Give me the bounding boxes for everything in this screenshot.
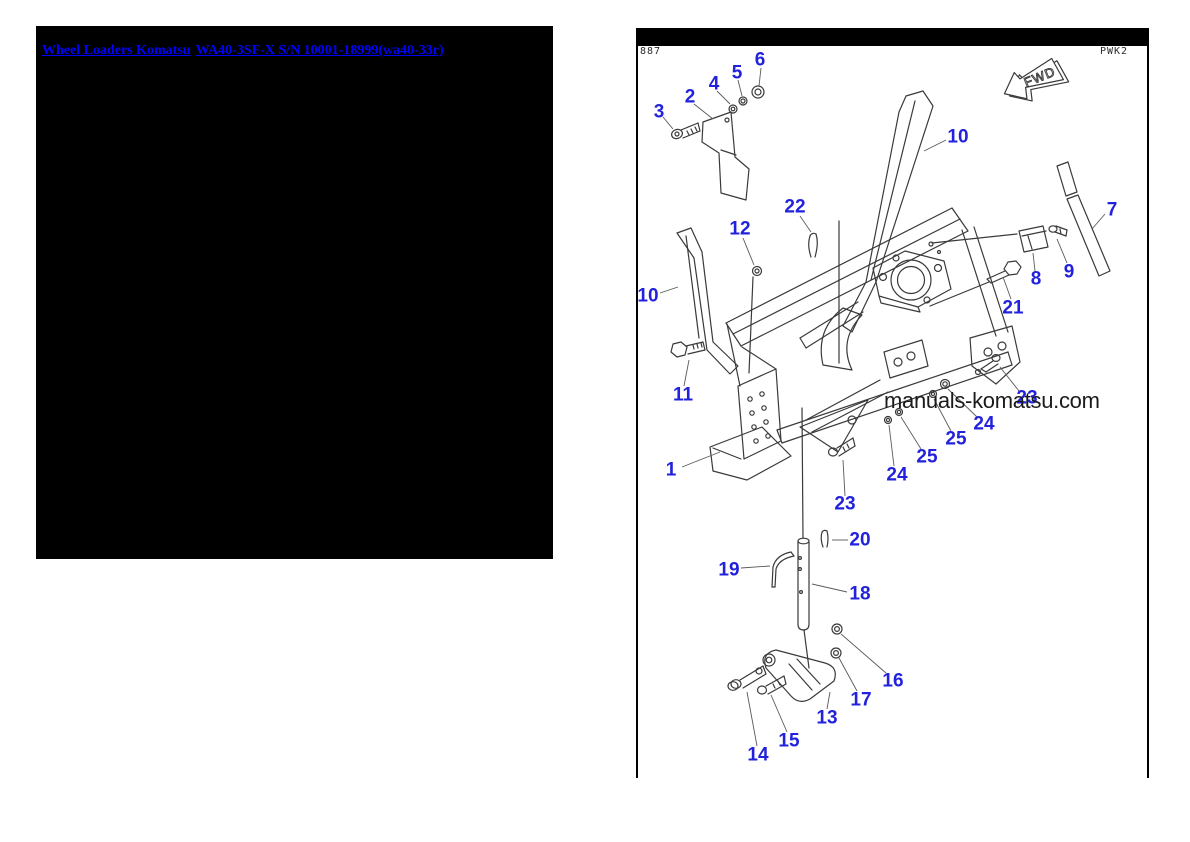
- part-bar-10-left: [676, 227, 739, 375]
- fwd-arrow-label: FWD: [1022, 64, 1058, 90]
- part-nut-24-upper: [939, 378, 951, 390]
- breadcrumb-link-category[interactable]: Wheel Loaders Komatsu: [42, 43, 191, 58]
- part-rod-7: [1056, 161, 1111, 277]
- part-handle-19: [771, 551, 795, 588]
- part-bolt-11: [670, 341, 706, 358]
- part-rod-18: [797, 407, 810, 669]
- sheet-number-left: 887: [640, 46, 662, 57]
- part-washer-24-lower: [883, 415, 893, 425]
- part-nut-12: [748, 265, 763, 374]
- part-bolt-3: [671, 122, 701, 140]
- breadcrumb-link-model[interactable]: WA40-3SF-X S/N 10001-18999(wa40-33r): [195, 43, 444, 58]
- part-bolt-23-lower: [827, 437, 856, 457]
- part-bolt-15: [756, 675, 787, 695]
- diagram-right-border: [1147, 28, 1149, 778]
- part-clamp-13: [762, 649, 836, 702]
- part-bolt-21: [986, 260, 1022, 284]
- left-black-panel: Wheel Loaders Komatsu WA40-3SF-X S/N 1000…: [36, 26, 553, 559]
- part-nut-16: [831, 623, 843, 635]
- part-nut-17: [830, 647, 842, 659]
- main-frame: [725, 207, 1021, 453]
- part-block-8: [928, 225, 1049, 255]
- sheet-number-right: PWK2: [1100, 46, 1129, 57]
- fwd-arrow-icon: FWD: [1003, 57, 1070, 102]
- part-washer-6: [751, 85, 765, 99]
- diagram-top-bar: [636, 28, 1149, 46]
- part-bar-10-right: [842, 90, 934, 333]
- part-nut-25-lower: [894, 407, 904, 417]
- watermark: manuals-komatsu.com: [884, 388, 1100, 413]
- part-washer-25-upper: [928, 389, 938, 399]
- leader-lines: [659, 67, 1106, 747]
- part-blade-mount: [709, 323, 792, 481]
- part-bolt-23-upper: [974, 354, 1001, 376]
- part-bracket-2: [701, 111, 750, 201]
- part-bolt-14: [727, 665, 767, 691]
- breadcrumb: Wheel Loaders Komatsu WA40-3SF-X S/N 1000…: [36, 26, 553, 59]
- part-pin-22: [808, 220, 840, 364]
- diagram-left-border: [636, 28, 638, 778]
- part-pin-20: [820, 529, 829, 548]
- part-washer-4: [728, 104, 738, 114]
- part-nut-5: [738, 96, 748, 106]
- part-bolt-9: [1048, 225, 1068, 237]
